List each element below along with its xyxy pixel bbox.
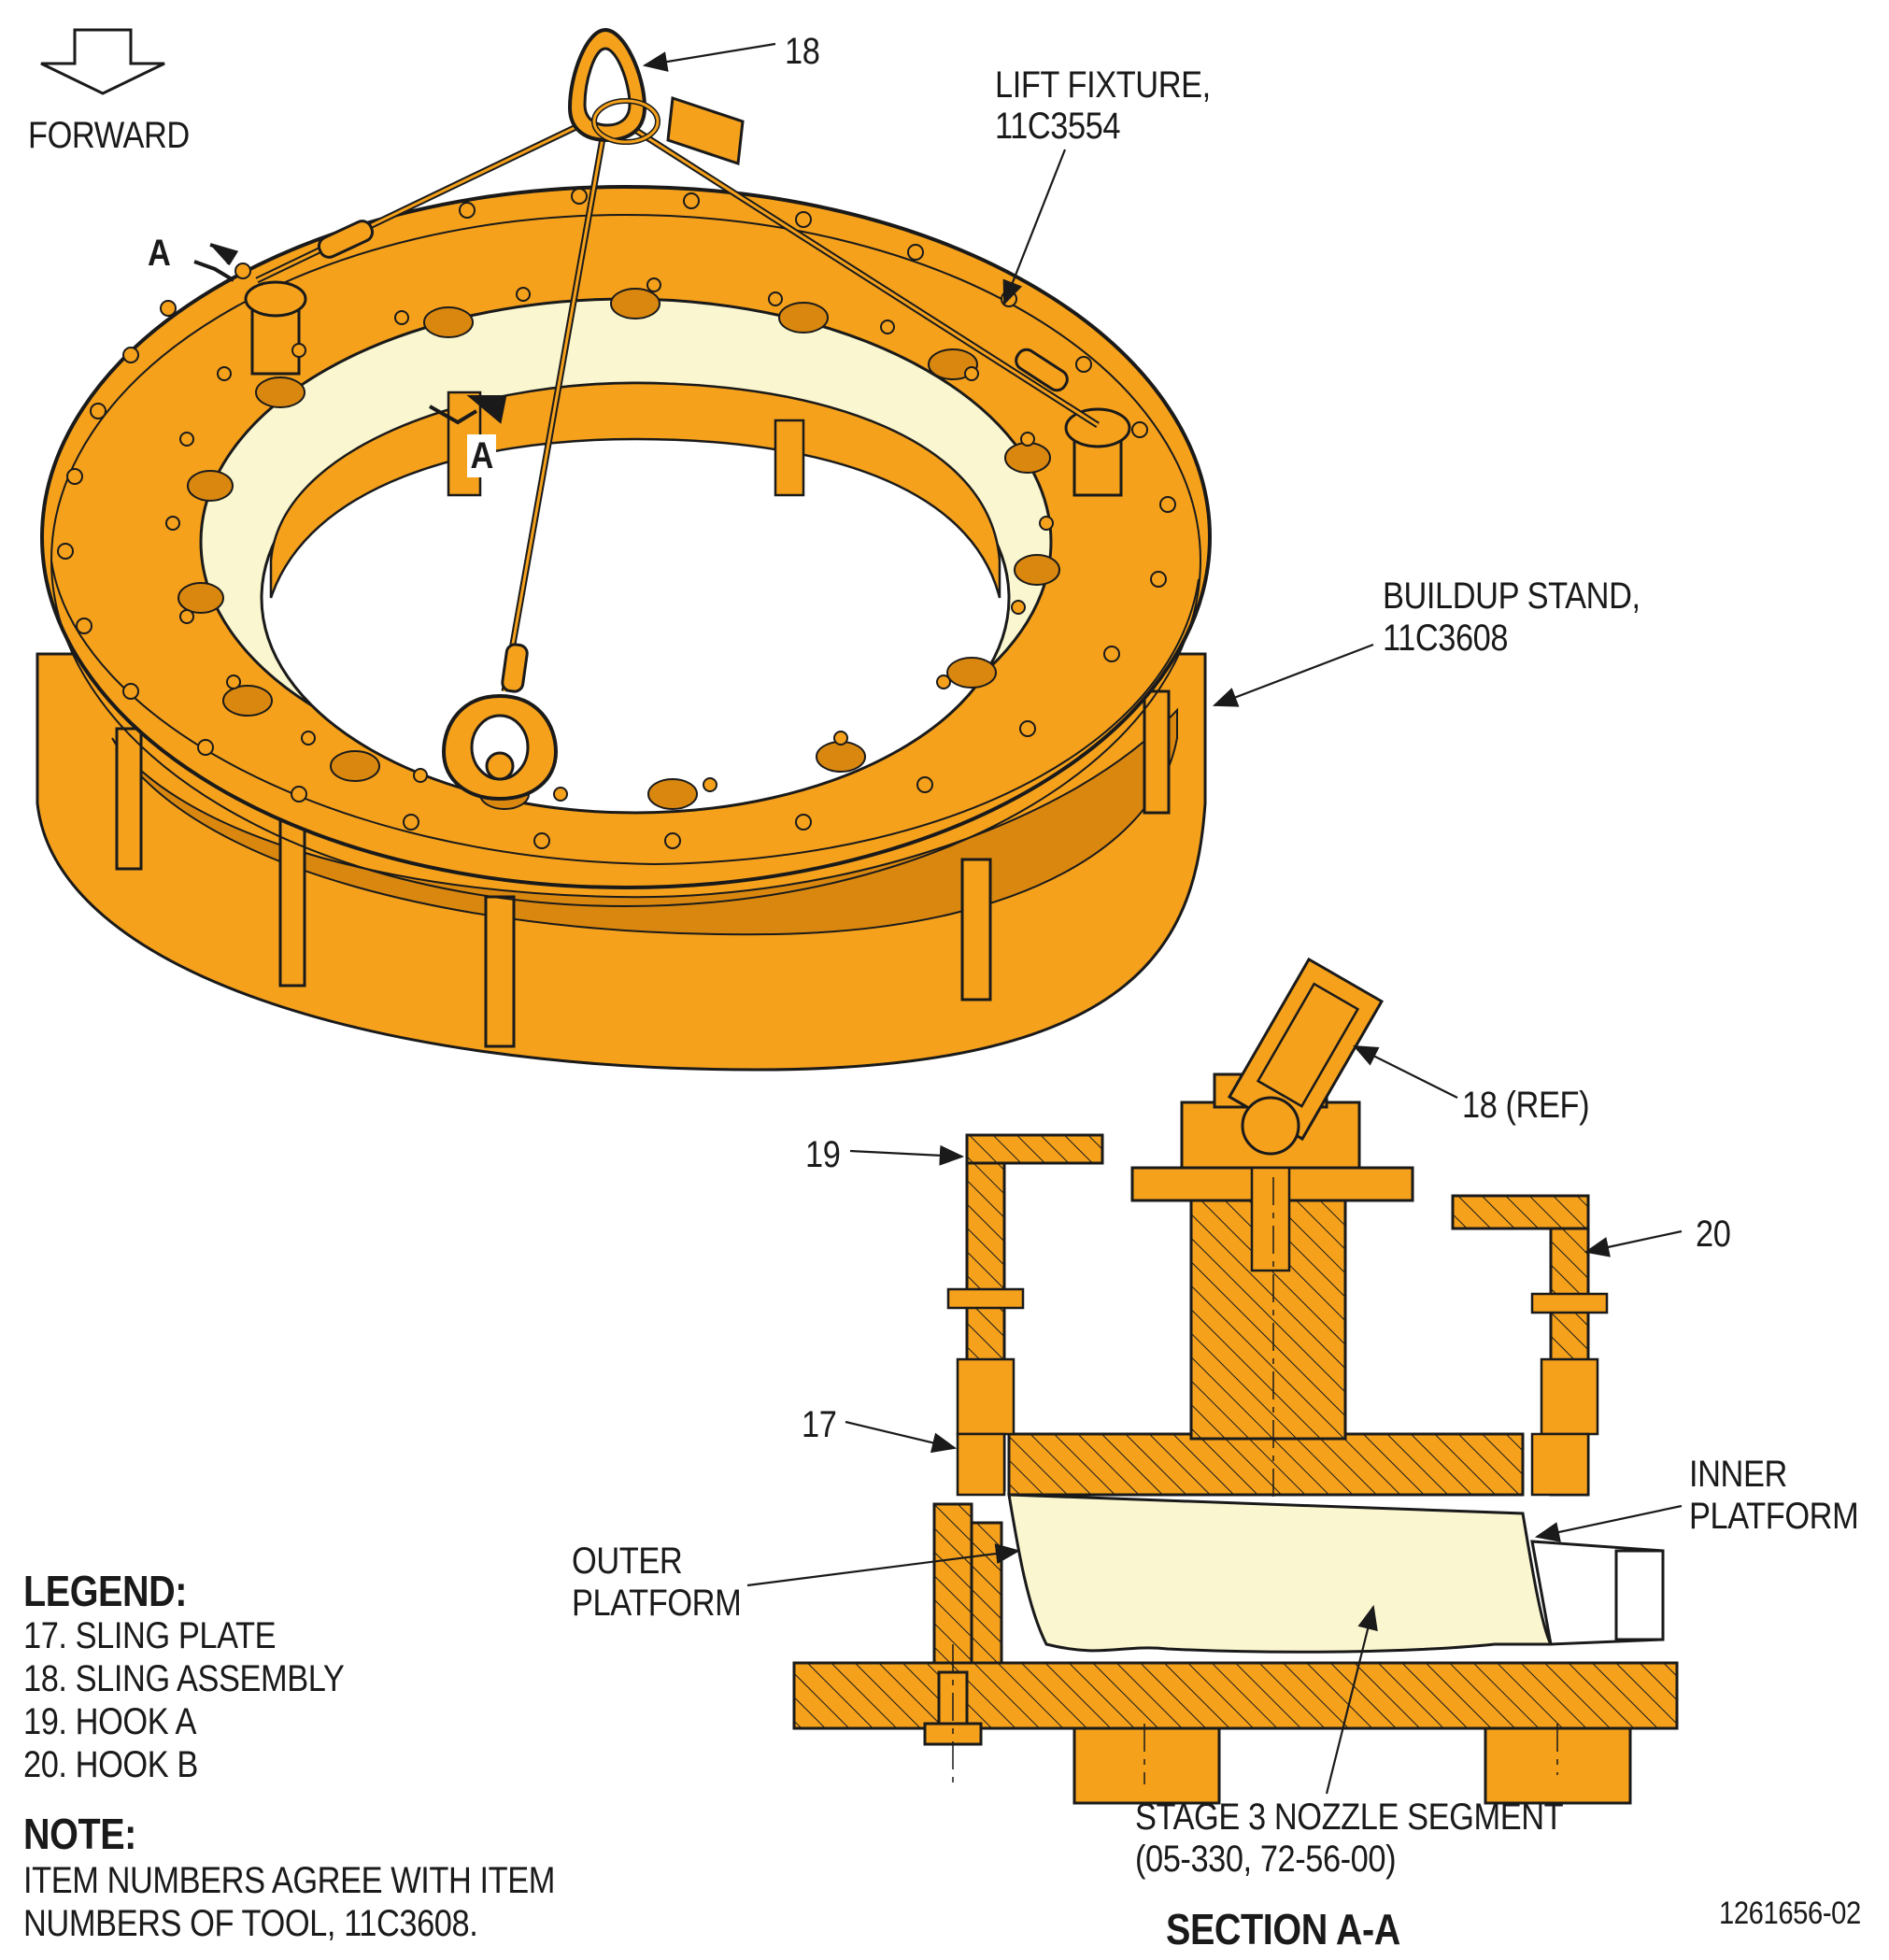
callout-item-19: 19 xyxy=(805,1134,841,1175)
callout-nozzle-segment-1: STAGE 3 NOZZLE SEGMENT xyxy=(1135,1797,1564,1838)
callout-lift-fixture-1: LIFT FIXTURE, xyxy=(995,64,1211,106)
section-marker-a-left: A xyxy=(148,233,171,274)
callout-buildup-stand-1: BUILDUP STAND, xyxy=(1383,575,1640,617)
legend-item-18: 18. SLING ASSEMBLY xyxy=(23,1658,345,1699)
callout-item-18-ref: 18 (REF) xyxy=(1462,1085,1590,1126)
section-a-a-view xyxy=(792,957,1679,1805)
callout-item-17: 17 xyxy=(802,1404,837,1445)
callout-item-20: 20 xyxy=(1696,1214,1731,1255)
legend-item-17: 17. SLING PLATE xyxy=(23,1615,277,1656)
callout-outer-platform-1: OUTER xyxy=(572,1541,683,1582)
callout-item-18: 18 xyxy=(785,31,820,72)
section-marker-a-right: A xyxy=(467,434,497,477)
leader-lines xyxy=(642,42,1374,707)
note-line-2: NUMBERS OF TOOL, 11C3608. xyxy=(23,1903,478,1944)
figure-id: 1261656-02 xyxy=(1719,1896,1861,1931)
legend-title: LEGEND: xyxy=(23,1567,188,1615)
callout-buildup-stand-2: 11C3608 xyxy=(1383,618,1509,659)
buildup-stand xyxy=(36,185,1212,1072)
legend-item-20: 20. HOOK B xyxy=(23,1744,198,1785)
forward-label: FORWARD xyxy=(28,115,190,156)
callout-inner-platform-2: PLATFORM xyxy=(1689,1496,1859,1537)
legend-item-19: 19. HOOK A xyxy=(23,1701,196,1742)
note-line-1: ITEM NUMBERS AGREE WITH ITEM xyxy=(23,1860,555,1901)
callout-lift-fixture-2: 11C3554 xyxy=(995,106,1121,147)
callout-nozzle-segment-2: (05-330, 72-56-00) xyxy=(1135,1839,1397,1880)
forward-arrow-icon xyxy=(40,28,165,95)
lift-fixture xyxy=(255,27,1100,802)
note-title: NOTE: xyxy=(23,1810,136,1858)
section-cut-marker xyxy=(193,243,507,425)
callout-inner-platform-1: INNER xyxy=(1689,1454,1787,1495)
section-title: SECTION A-A xyxy=(1166,1905,1400,1953)
callout-outer-platform-2: PLATFORM xyxy=(572,1583,742,1624)
section-leader-lines xyxy=(746,1045,1683,1795)
